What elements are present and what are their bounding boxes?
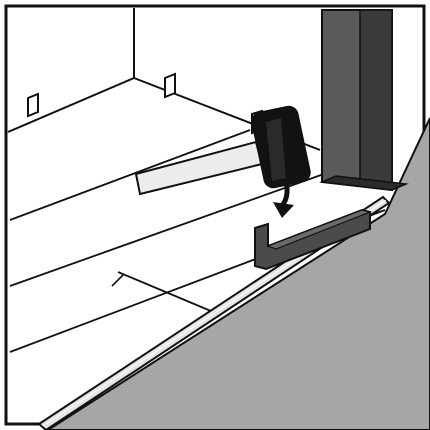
door-frame-post-side [360,10,392,190]
wall-spacer-2 [165,74,175,97]
left-wall-base-line [8,78,134,132]
arrow-head [273,202,294,218]
wall-spacer-1 [28,94,38,116]
plank-end-joint-2 [112,275,123,286]
